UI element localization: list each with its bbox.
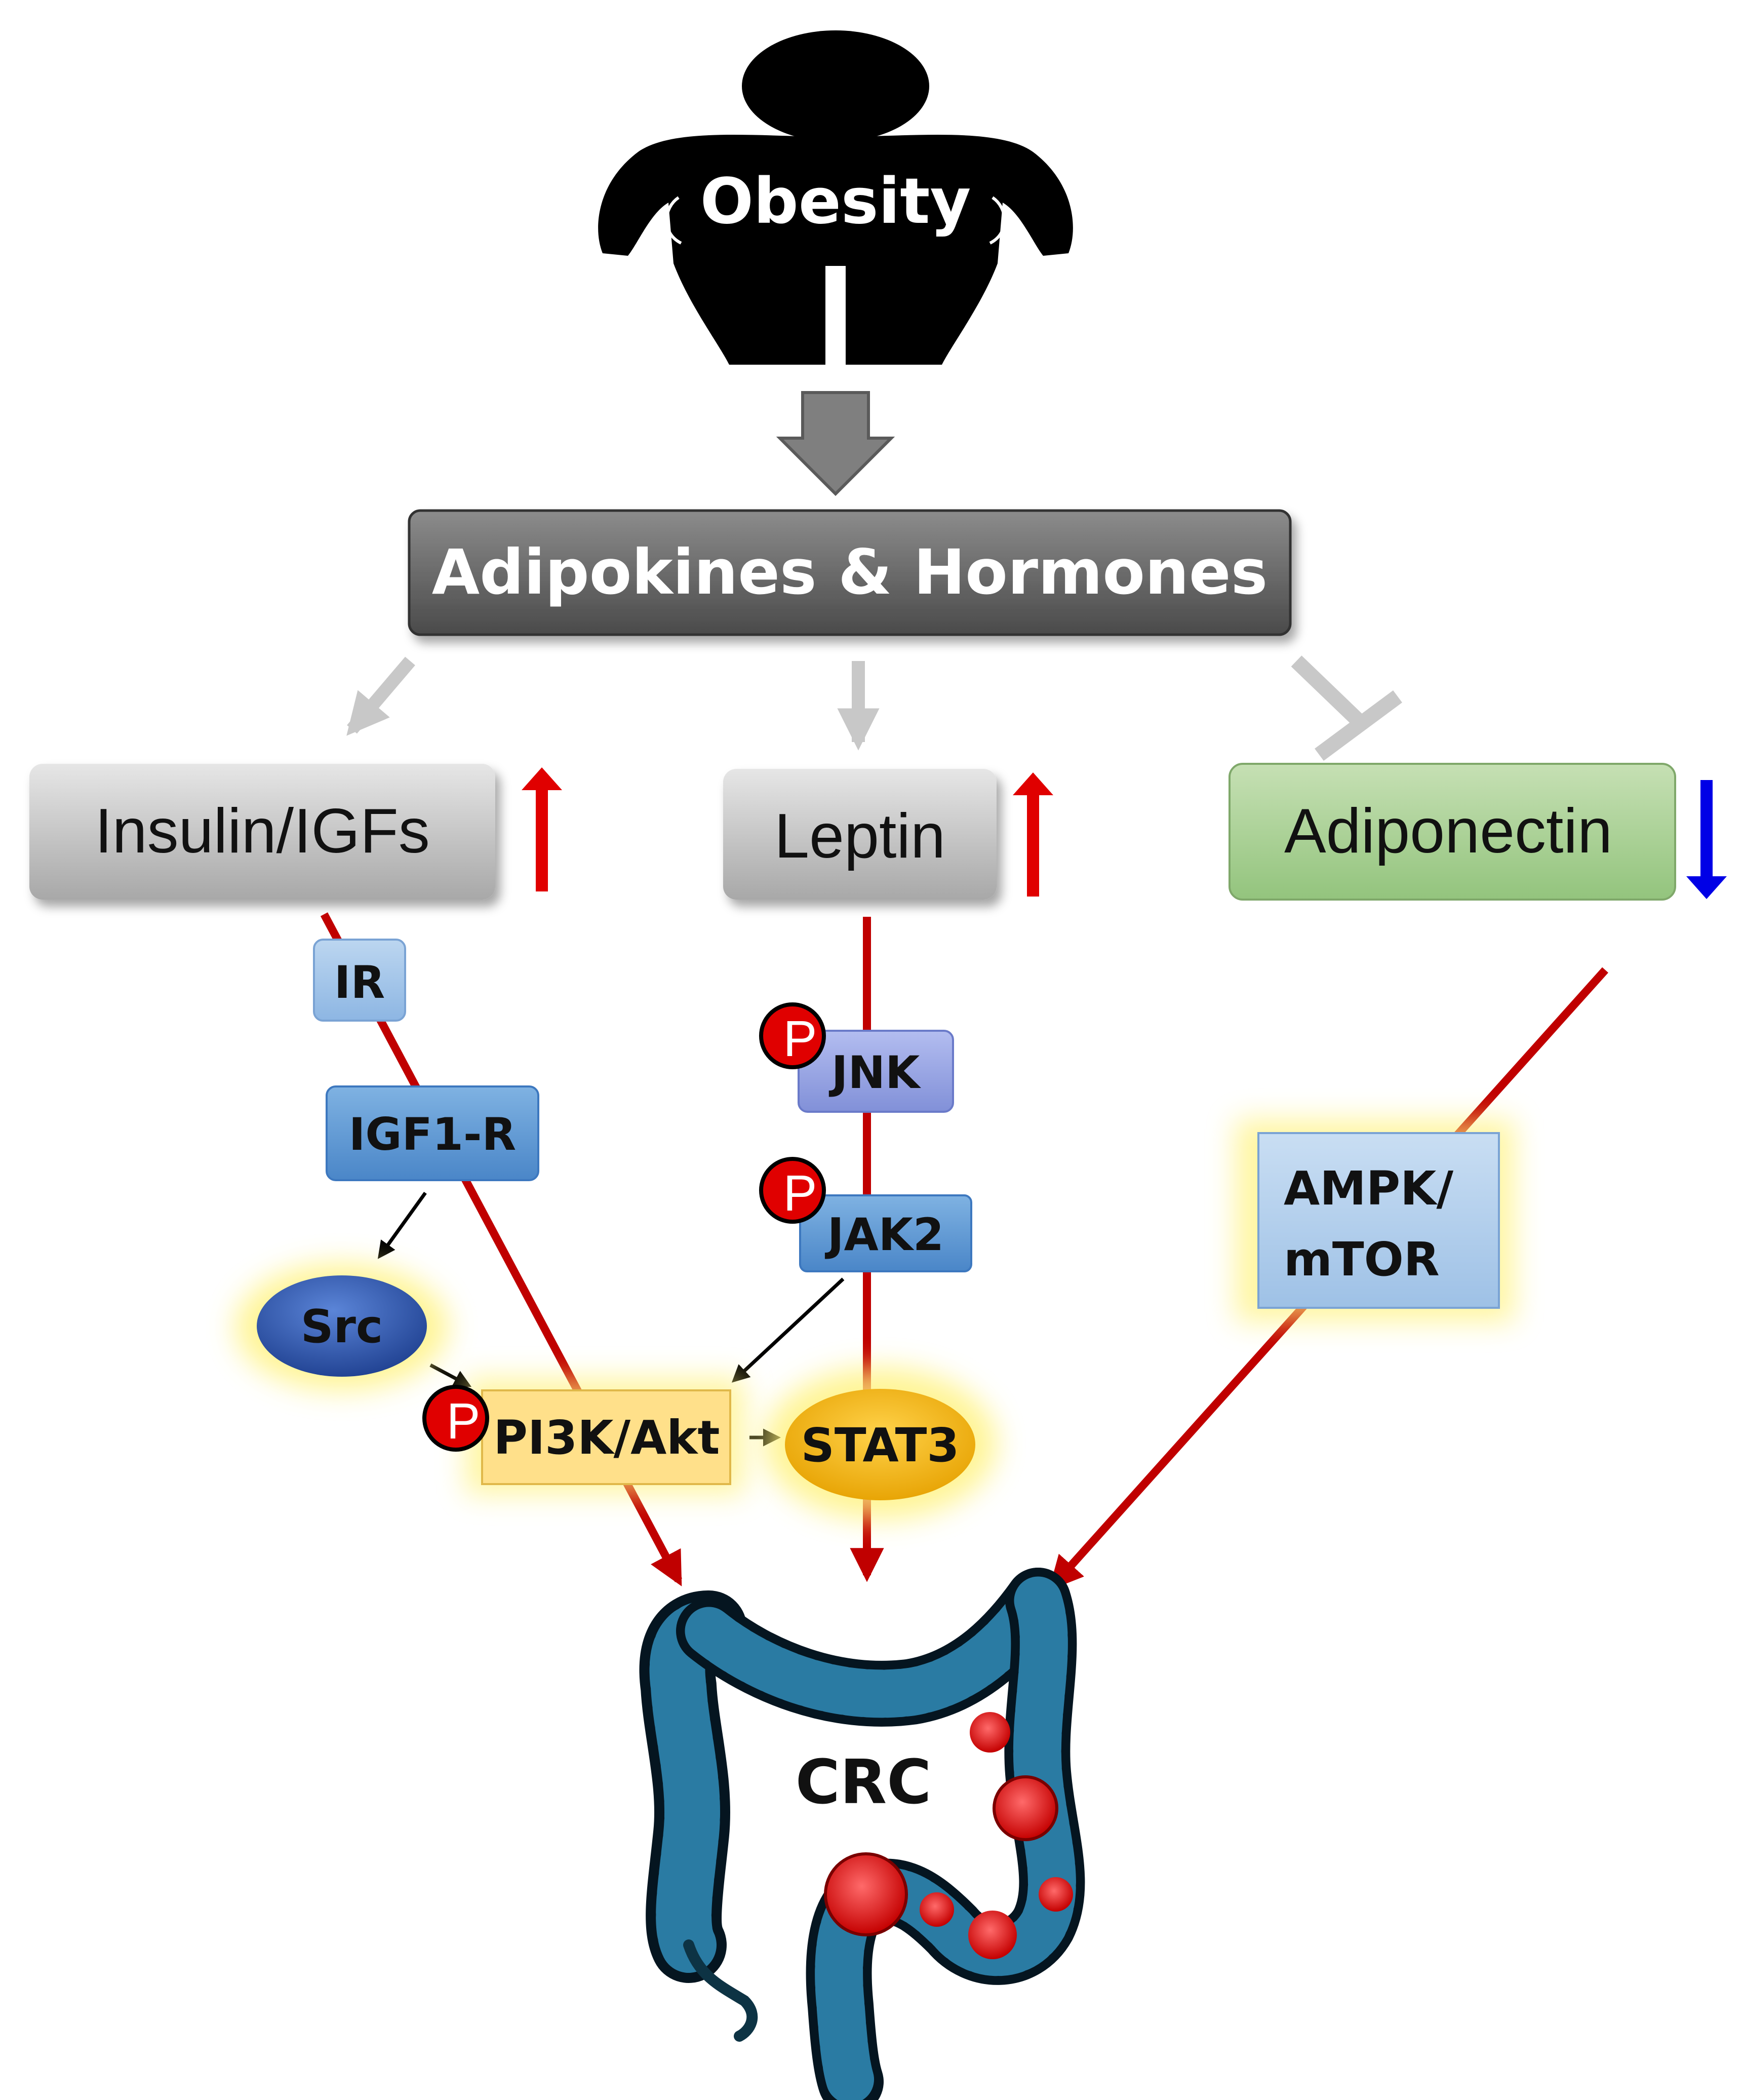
down-arrow-icon [776,391,895,496]
igf1r-to-src-arrow [377,1191,427,1259]
tumor-icon [1039,1877,1073,1912]
jak2-box [799,1194,972,1272]
adiponectin-label: Adiponectin [1284,796,1612,866]
src-node [257,1275,427,1377]
leptin-label: Leptin [774,801,945,871]
igf1r-label: IGF1-R [349,1108,517,1160]
hub-to-insulin-arrow [346,656,415,736]
obesity-person-icon [598,30,1073,365]
svg-text:P: P [783,1010,817,1067]
ampk-mtor-box [1257,1132,1500,1309]
svg-text:P: P [783,1165,817,1222]
pi3k-akt-box [481,1389,731,1485]
crc-label: CRC [796,1747,932,1818]
tumor-markers [824,1712,1073,1959]
adiponectin-box [1229,763,1676,901]
leptin-box [723,769,997,900]
ampk-mtor-label: AMPK/ mTOR [1284,1161,1470,1287]
adipokines-hormones-box [408,509,1292,636]
src-label: Src [301,1300,383,1353]
pi3k-phospho-badge: P [422,1385,489,1452]
tumor-icon [824,1852,908,1936]
jnk-phospho-badge: P [759,1002,826,1069]
tumor-icon [970,1712,1010,1753]
ampk-mtor-line-1: AMPK/ [1284,1161,1453,1216]
obesity-label: Obesity [700,165,971,238]
jnk-label: JNK [829,1046,921,1099]
svg-text:P: P [447,1393,481,1450]
jak2-to-pi3k-arrow [731,1277,845,1383]
colon-icon [639,1568,1085,2100]
jak2-phospho-badge: P [759,1157,826,1224]
ir-box [313,939,406,1022]
hub-inhibits-adiponectin [1291,655,1402,761]
tumor-icon [920,1892,954,1927]
stat3-label: STAT3 [801,1418,960,1472]
tumor-icon [993,1775,1058,1841]
insulin-igfs-box [29,764,495,900]
stat3-node [785,1389,975,1500]
tumor-icon [968,1911,1017,1959]
adipokines-hormones-label: Adipokines & Hormones [432,536,1267,608]
igf1r-box [326,1085,539,1181]
ampk-mtor-line-2: mTOR [1284,1232,1440,1287]
jak2-label: JAK2 [825,1209,944,1261]
pi3k-akt-label: PI3K/Akt [494,1411,720,1465]
src-to-pi3k-arrow [429,1363,472,1387]
insulin-igfs-label: Insulin/IGFs [95,796,430,866]
jnk-box [798,1030,954,1113]
ir-label: IR [334,956,385,1008]
